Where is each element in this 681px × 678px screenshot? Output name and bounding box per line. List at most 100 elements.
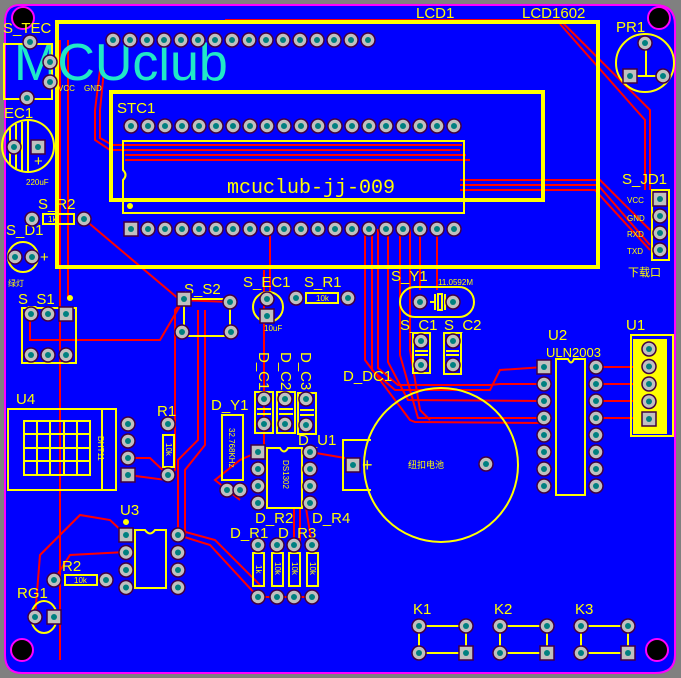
drill-hole	[450, 338, 456, 344]
k2-ref: K2	[494, 601, 512, 618]
d-r1-value: 1k	[254, 565, 263, 574]
round-pad	[652, 208, 668, 224]
square-pad	[345, 457, 361, 473]
round-pad	[445, 357, 461, 373]
round-pad	[298, 391, 314, 407]
drill-hole	[660, 73, 666, 79]
drill-hole	[434, 226, 440, 232]
round-pad	[42, 54, 58, 70]
drill-hole	[165, 472, 171, 478]
drill-hole	[125, 421, 131, 427]
drill-hole	[350, 462, 356, 468]
d-r2-value: 10k	[273, 562, 282, 576]
drill-hole	[541, 449, 547, 455]
round-pad	[122, 32, 138, 48]
round-pad	[242, 118, 258, 134]
round-pad	[224, 32, 240, 48]
drill-hole	[280, 37, 286, 43]
drill-hole	[281, 123, 287, 129]
round-pad	[573, 645, 589, 661]
drill-hole	[123, 567, 129, 573]
s-jd1-pin-gnd: GND	[627, 214, 645, 223]
drill-hole	[544, 650, 550, 656]
s-jd1-note: 下载口	[628, 266, 661, 279]
drill-hole	[417, 299, 423, 305]
square-pad	[536, 359, 552, 375]
d-r4-value: 10k	[308, 562, 317, 576]
round-pad	[652, 225, 668, 241]
round-pad	[361, 118, 377, 134]
round-pad	[302, 495, 318, 511]
round-pad	[310, 221, 326, 237]
d-u1-ref: D_U1	[298, 432, 336, 449]
drill-hole	[281, 226, 287, 232]
drill-hole	[297, 37, 303, 43]
drill-hole	[12, 254, 18, 260]
round-pad	[42, 74, 58, 90]
drill-hole	[544, 623, 550, 629]
round-pad	[293, 221, 309, 237]
round-pad	[156, 32, 172, 48]
round-pad	[277, 391, 293, 407]
round-pad	[208, 221, 224, 237]
drill-hole	[416, 623, 422, 629]
round-pad	[327, 118, 343, 134]
u4-value: DHT11	[96, 436, 105, 461]
d-dc1-value: 纽扣电池	[408, 459, 444, 470]
d-y1-ref: D_Y1	[211, 397, 249, 414]
drill-hole	[125, 472, 131, 478]
round-pad	[6, 139, 22, 155]
r2-ref: R2	[62, 558, 81, 575]
drill-hole	[593, 398, 599, 404]
d-dc1-plus: +	[362, 455, 373, 475]
s-r1-ref: S_R1	[304, 274, 342, 291]
drill-hole	[165, 421, 171, 427]
drill-hole	[307, 500, 313, 506]
drill-hole	[63, 352, 69, 358]
round-pad	[637, 35, 653, 51]
drill-hole	[196, 226, 202, 232]
drill-hole	[161, 37, 167, 43]
square-pad	[641, 411, 657, 427]
drill-hole	[298, 123, 304, 129]
drill-hole	[578, 623, 584, 629]
drill-hole	[593, 364, 599, 370]
drill-hole	[237, 487, 243, 493]
square-pad	[46, 609, 62, 625]
s-tec-ref: S_TEC	[3, 20, 52, 37]
round-pad	[302, 461, 318, 477]
drill-hole	[593, 449, 599, 455]
drill-hole	[417, 226, 423, 232]
round-pad	[24, 249, 40, 265]
round-pad	[536, 444, 552, 460]
s-jd1-pin-txd: TXD	[627, 247, 643, 256]
round-pad	[140, 118, 156, 134]
drill-hole	[349, 226, 355, 232]
round-pad	[360, 32, 376, 48]
round-pad	[413, 333, 429, 349]
round-pad	[269, 537, 285, 553]
pads	[6, 32, 671, 661]
drill-hole	[29, 216, 35, 222]
s-jd1-ref: S_JD1	[622, 171, 667, 188]
round-pad	[250, 495, 266, 511]
drill-hole	[541, 466, 547, 472]
drill-hole	[45, 311, 51, 317]
s-r2-value: 1k	[48, 215, 57, 224]
round-pad	[378, 118, 394, 134]
drill-hole	[593, 432, 599, 438]
round-pad	[250, 537, 266, 553]
round-pad	[123, 118, 139, 134]
round-pad	[445, 333, 461, 349]
drill-hole	[593, 381, 599, 387]
round-pad	[170, 527, 186, 543]
pr1-outline	[615, 33, 675, 93]
round-pad	[256, 391, 272, 407]
round-pad	[174, 324, 190, 340]
s-d1-plus: +	[40, 249, 49, 266]
s-y1-ref: S_Y1	[391, 268, 428, 285]
drill-hole	[178, 37, 184, 43]
round-pad	[76, 211, 92, 227]
drill-hole	[228, 329, 234, 335]
drill-hole	[274, 542, 280, 548]
